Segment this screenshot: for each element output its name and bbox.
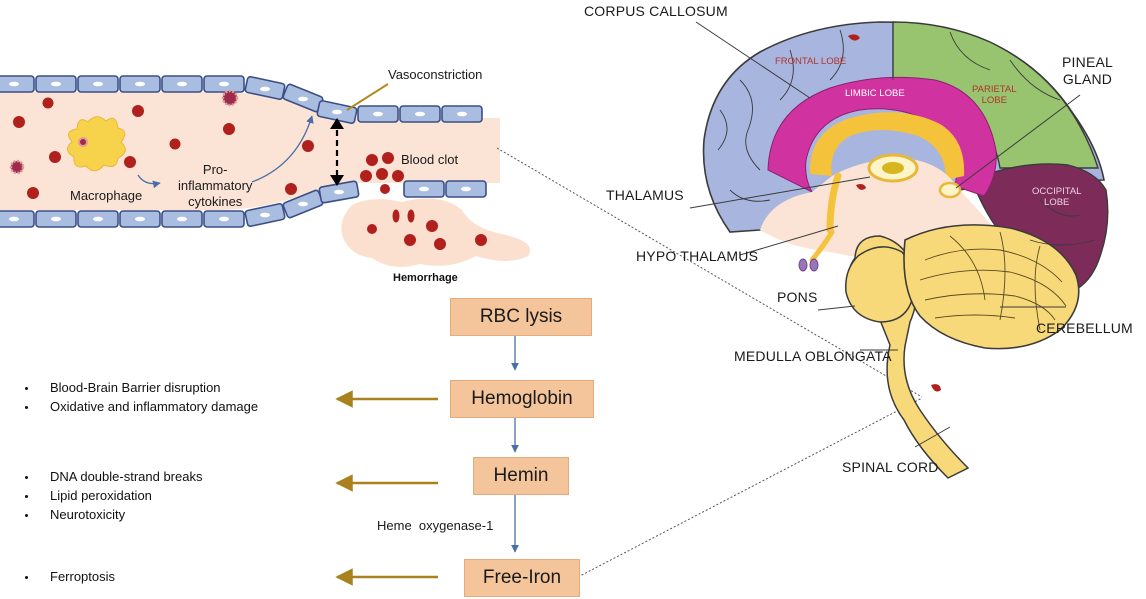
occipital-lobe-label: OCCIPITAL LOBE — [1032, 186, 1081, 208]
dotted-connector-lower — [577, 397, 923, 578]
cytokine-arrow — [137, 174, 161, 189]
hemoglobin-box: Hemoglobin — [450, 380, 594, 418]
brain-leader-lines — [689, 21, 1081, 448]
parietal-line-1: PARIETAL — [972, 84, 1017, 95]
medulla-label: MEDULLA OBLONGATA — [734, 348, 892, 364]
pineal-line-2: GLAND — [1062, 71, 1113, 87]
cerebellum-label: CEREBELLUM — [1036, 320, 1133, 336]
cytokines-line-2: inflammatory — [178, 178, 253, 193]
spinal-cord-label: SPINAL CORD — [842, 459, 939, 475]
cytokines-line-1: Pro- — [202, 162, 228, 177]
free-iron-effects-list: Ferroptosis — [0, 567, 115, 586]
cytokines-line-3: cytokines — [188, 194, 243, 209]
vasoconstriction-pointer — [346, 83, 389, 111]
red-blood-cells — [13, 97, 314, 199]
blood-vessel — [0, 75, 531, 267]
pineal-gland-label: PINEAL GLAND — [1062, 54, 1113, 88]
corpus-callosum — [809, 112, 965, 180]
immune-cells — [9, 89, 239, 175]
macrophage-label: Macrophage — [70, 188, 143, 203]
effect-oxidative-damage: Oxidative and inflammatory damage — [38, 397, 258, 416]
blood-clot — [360, 152, 404, 194]
limbic-lobe — [767, 76, 997, 197]
rbc-lysis-box: RBC lysis — [450, 298, 592, 336]
macrophage-cell — [67, 116, 126, 172]
vasoconstriction-label: Vasoconstriction — [388, 67, 483, 82]
limbic-lobe-label: LIMBIC LOBE — [845, 88, 905, 99]
frontal-lobe-label: FRONTAL LOBE — [775, 56, 847, 67]
effect-lipid-peroxidation: Lipid peroxidation — [38, 486, 202, 505]
thalamus-label: THALAMUS — [606, 187, 684, 203]
hemoglobin-effects-list: Blood-Brain Barrier disruption Oxidative… — [0, 378, 258, 416]
hypothalamus-stalk — [809, 229, 835, 263]
cytokines-label: Pro- inflammatory cytokines — [178, 162, 252, 210]
hemin-effects-list: DNA double-strand breaks Lipid peroxidat… — [0, 467, 202, 524]
hypothalamus-label: HYPO THALAMUS — [636, 248, 759, 264]
free-iron-box: Free-Iron — [464, 559, 580, 597]
pons-structure — [845, 246, 915, 323]
occipital-line-1: OCCIPITAL — [1032, 186, 1082, 197]
blood-clot-label: Blood clot — [401, 152, 459, 167]
pineal-line-1: PINEAL — [1062, 54, 1113, 70]
brain-illustration — [689, 21, 1109, 479]
effect-neurotoxicity: Neurotoxicity — [38, 505, 202, 524]
lesion-spinal — [931, 384, 941, 392]
occipital-line-2: LOBE — [1044, 197, 1070, 208]
lesion-frontal — [848, 34, 860, 41]
hemorrhage-cells — [367, 209, 487, 250]
corpus-callosum-label: CORPUS CALLOSUM — [584, 3, 728, 19]
effect-ferroptosis: Ferroptosis — [38, 567, 115, 586]
hemorrhage-label: Hemorrhage — [393, 272, 458, 284]
effect-dna-breaks: DNA double-strand breaks — [38, 467, 202, 486]
lesion-thalamus — [856, 184, 866, 190]
effect-bbb-disruption: Blood-Brain Barrier disruption — [38, 378, 258, 397]
hemin-box: Hemin — [473, 457, 569, 495]
heme-oxygenase-label: Heme oxygenase-1 — [377, 518, 494, 533]
effect-arrows — [335, 390, 438, 586]
cerebellum-structure — [903, 224, 1080, 350]
parietal-line-2: LOBE — [981, 95, 1007, 106]
fornix — [826, 172, 842, 234]
hemorrhage-pool — [341, 198, 531, 267]
pons-label: PONS — [777, 289, 818, 305]
cytokine-to-wall-arrow — [251, 115, 314, 183]
parietal-lobe-label: PARIETAL LOBE — [972, 84, 1017, 106]
pineal-gland-structure — [938, 181, 962, 199]
